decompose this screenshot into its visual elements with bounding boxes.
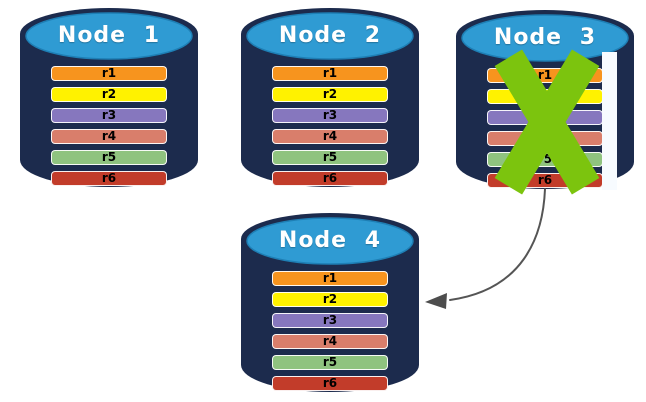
node-4: Node 4 r1 r2 r3 r4 r5 r6 bbox=[241, 212, 419, 394]
x-image-backdrop bbox=[602, 52, 617, 190]
node-title: Node 1 bbox=[57, 23, 161, 48]
row-r4: r4 bbox=[272, 129, 388, 144]
row-r1: r1 bbox=[272, 271, 388, 286]
row-r3: r3 bbox=[272, 108, 388, 123]
row-r6: r6 bbox=[51, 171, 167, 186]
row-r1: r1 bbox=[487, 68, 603, 83]
arrow-head-icon bbox=[425, 293, 447, 309]
node-title: Node 3 bbox=[493, 25, 597, 50]
row-r3: r3 bbox=[51, 108, 167, 123]
row-r4: r4 bbox=[272, 334, 388, 349]
row-r5: r5 bbox=[487, 152, 603, 167]
node-3-failed: Node 3 r1 r2 r3 r4 r5 r6 bbox=[456, 9, 634, 195]
row-r5: r5 bbox=[272, 150, 388, 165]
row-r6: r6 bbox=[487, 173, 603, 188]
node-title: Node 4 bbox=[278, 228, 382, 253]
row-r4: r4 bbox=[51, 129, 167, 144]
node-1: Node 1 r1 r2 r3 r4 r5 r6 bbox=[20, 7, 198, 189]
row-r3: r3 bbox=[487, 110, 603, 125]
node-2: Node 2 r1 r2 r3 r4 r5 r6 bbox=[241, 7, 419, 189]
row-r6: r6 bbox=[272, 376, 388, 391]
cylinder-top bbox=[246, 12, 414, 60]
row-r2: r2 bbox=[272, 292, 388, 307]
row-r2: r2 bbox=[51, 87, 167, 102]
row-r1: r1 bbox=[51, 66, 167, 81]
cylinder-top bbox=[25, 12, 193, 60]
row-r1: r1 bbox=[272, 66, 388, 81]
cylinder-top bbox=[246, 217, 414, 265]
row-r2: r2 bbox=[272, 87, 388, 102]
row-r2: r2 bbox=[487, 89, 603, 104]
row-r5: r5 bbox=[272, 355, 388, 370]
row-r3: r3 bbox=[272, 313, 388, 328]
node-title: Node 2 bbox=[278, 23, 382, 48]
row-r5: r5 bbox=[51, 150, 167, 165]
arrow-curve bbox=[449, 188, 546, 301]
row-r6: r6 bbox=[272, 171, 388, 186]
row-r4: r4 bbox=[487, 131, 603, 146]
